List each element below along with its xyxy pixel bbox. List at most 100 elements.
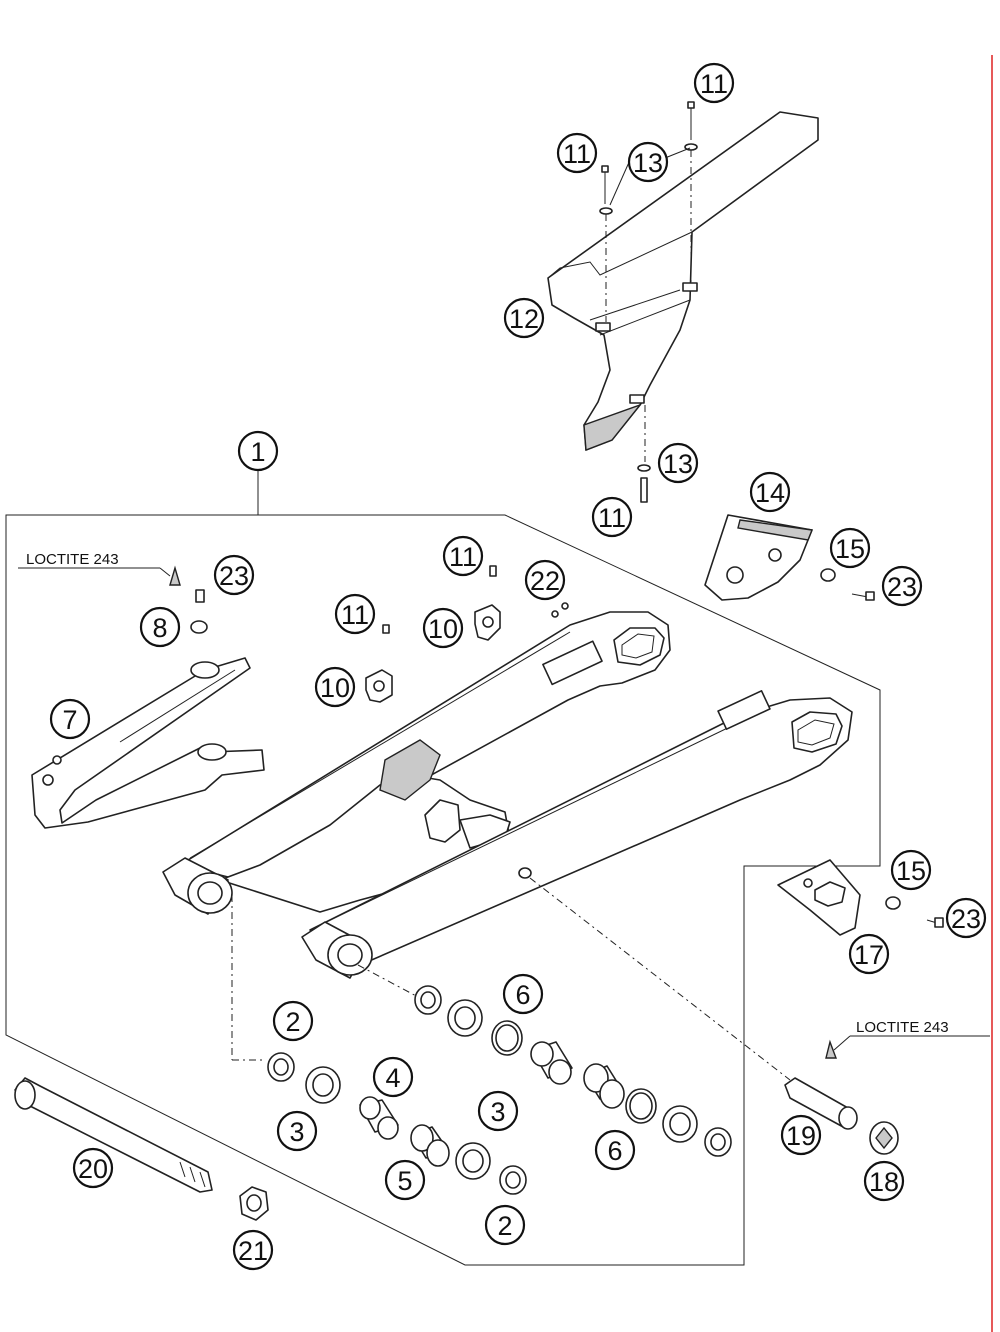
callout-11-top-right: 11 [693,62,735,104]
svg-text:8: 8 [152,613,167,643]
callout-13-top: 13 [627,141,669,183]
svg-text:19: 19 [786,1121,816,1151]
svg-text:21: 21 [238,1236,268,1266]
callout-23-upper-left: 23 [213,554,255,596]
svg-text:1: 1 [250,437,265,467]
svg-text:2: 2 [285,1007,300,1037]
callout-10-lower: 10 [314,666,356,708]
needle-bearing-5-left [410,1124,450,1167]
callout-23-upper-right: 23 [881,565,923,607]
bearing-3-right [455,1142,491,1180]
loctite-note-right: LOCTITE 243 [833,1019,990,1051]
washer-13-left [599,207,613,215]
sprocket-guard-part-14 [704,514,813,601]
bearing-3-left [305,1066,341,1104]
svg-text:5: 5 [397,1166,412,1196]
nut-21 [239,1186,269,1221]
svg-text:22: 22 [530,566,560,596]
axis-line-axle [529,877,791,1081]
svg-text:11: 11 [449,542,477,572]
bushing-upper-right [530,1041,573,1085]
svg-text:2: 2 [497,1211,512,1241]
svg-text:23: 23 [219,561,249,591]
screw-11-bottom [640,477,648,503]
callout-11-top-left: 11 [556,132,598,174]
assembly-frame-outline [5,488,881,1266]
callout-8: 8 [139,606,181,648]
chain-slider-part-7 [31,657,265,829]
loctite-drop-left [169,565,181,586]
callout-3-left: 3 [276,1110,318,1152]
seal-2-left [267,1052,295,1082]
callout-15-upper: 15 [829,527,871,569]
svg-text:15: 15 [896,856,926,886]
svg-text:10: 10 [320,673,350,703]
svg-text:4: 4 [385,1063,400,1093]
bearing-upper-right [447,999,483,1037]
callout-13-bottom: 13 [657,442,699,484]
bracket-10-lower [365,669,393,703]
callout-11-arm-right: 11 [442,535,484,577]
svg-text:11: 11 [598,503,626,533]
needle-bearing-upper-right [583,1063,625,1109]
callout-15-lower: 15 [890,849,932,891]
callout-19: 19 [780,1114,822,1156]
nut-8 [190,620,208,634]
pivot-tube-lower [301,921,373,979]
callout-5: 5 [384,1159,426,1201]
washer-13-bottom [637,464,651,472]
svg-text:11: 11 [700,69,728,99]
swingarm-part-1 [162,611,853,979]
seal-2-right [499,1165,527,1195]
shim-6-lower [625,1088,657,1124]
chain-guard-part-17 [777,859,861,936]
bushing-4 [359,1096,399,1140]
svg-text:15: 15 [835,534,865,564]
svg-text:11: 11 [563,139,591,169]
callout-2-lower: 2 [484,1204,526,1246]
loctite-note-left-text: LOCTITE 243 [26,551,119,568]
bearing-lower-right [662,1105,698,1143]
screw-23-upper-left [195,589,205,603]
callout-6-upper: 6 [502,973,544,1015]
callout-3-right: 3 [477,1090,519,1132]
screw-11-top-left [601,165,609,204]
svg-text:10: 10 [428,614,458,644]
chain-guide-part-12 [547,111,819,451]
callout-11-mid: 11 [591,496,633,538]
screw-23-lower-right [926,917,944,928]
screw-11-top-right [687,101,695,140]
svg-text:13: 13 [633,148,663,178]
callout-18: 18 [863,1160,905,1202]
callout-4: 4 [372,1056,414,1098]
svg-text:23: 23 [951,904,981,934]
seal-lower-right [704,1127,732,1157]
loctite-drop-right [825,1039,838,1059]
callout-12: 12 [503,297,545,339]
seal-upper-right-1 [414,985,442,1015]
washer-15-upper [820,568,836,582]
callout-23-lower-right: 23 [945,897,987,939]
screw-11-arm-right [489,565,497,577]
callout-2-upper: 2 [272,1000,314,1042]
callout-11-arm-left: 11 [334,593,376,635]
axle-hole [518,867,532,879]
svg-text:17: 17 [854,940,884,970]
callout-14: 14 [749,471,791,513]
screw-11-arm-left [382,624,390,634]
callout-22: 22 [524,559,566,601]
axle-cap-part-18 [869,1121,899,1155]
svg-text:20: 20 [78,1154,108,1184]
callout-1: 1 [237,430,279,472]
bracket-10-upper [474,604,501,641]
axle-bolt-part-19 [784,1077,858,1130]
svg-text:3: 3 [490,1097,505,1127]
loctite-note-right-text: LOCTITE 243 [856,1019,949,1036]
callout-10-upper: 10 [422,607,464,649]
shim-6-upper [491,1020,523,1056]
washer-15-lower [885,896,901,910]
screw-23-upper-right [851,591,875,601]
svg-text:3: 3 [289,1117,304,1147]
svg-text:7: 7 [62,705,77,735]
